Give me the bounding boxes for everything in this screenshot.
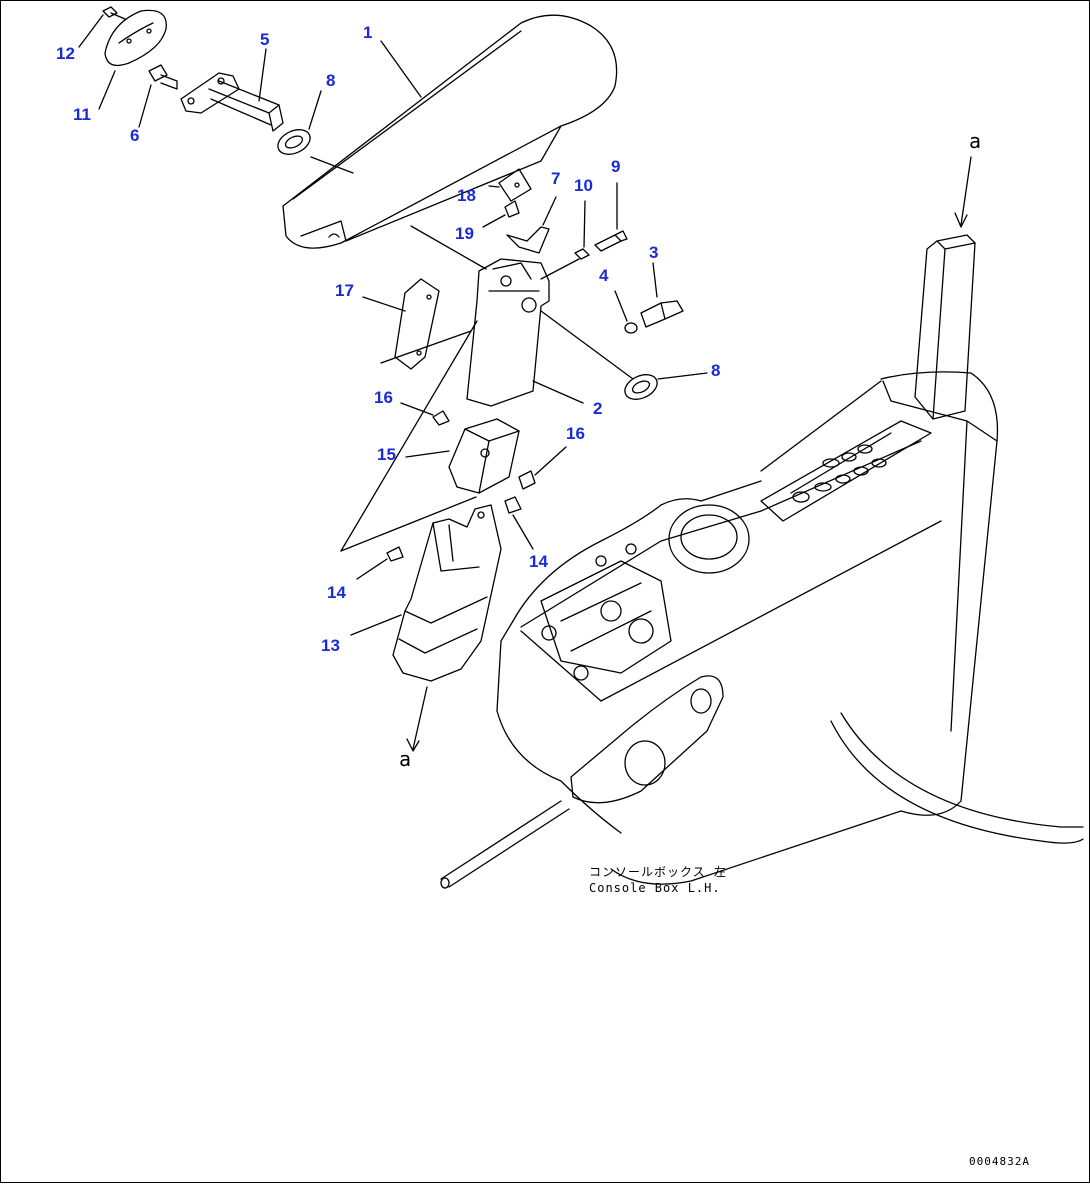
label-part-8-upper[interactable]: 8 [326,71,336,90]
label-part-7[interactable]: 7 [551,169,561,188]
label-part-5[interactable]: 5 [260,30,270,49]
washer-part-4 [615,291,637,333]
fitting-part-19 [483,201,519,227]
label-part-12[interactable]: 12 [56,44,75,63]
label-part-16-lower[interactable]: 16 [566,424,585,443]
label-part-8-lower[interactable]: 8 [711,361,721,380]
label-part-2[interactable]: 2 [593,399,603,418]
drawing-code: 0004832A [969,1155,1030,1168]
label-part-18[interactable]: 18 [457,186,476,205]
label-part-9[interactable]: 9 [611,157,621,176]
view-arrow-upper [955,157,971,227]
label-part-16-upper[interactable]: 16 [374,388,393,407]
label-part-6[interactable]: 6 [130,126,140,145]
label-part-17[interactable]: 17 [335,281,354,300]
bolt-part-6 [149,65,177,89]
shaft-part-5 [181,73,283,131]
console-box [441,235,1083,888]
console-box-caption: コンソールボックス 左 Console Box L.H. [589,864,727,896]
label-part-13[interactable]: 13 [321,636,340,655]
label-part-11[interactable]: 11 [73,105,91,124]
label-part-3[interactable]: 3 [649,243,659,262]
leader-lines [79,15,421,129]
plate-part-18 [489,169,531,201]
label-part-14-left[interactable]: 14 [327,583,346,602]
label-part-15[interactable]: 15 [377,445,396,464]
bolt-part-14-left [357,547,403,579]
caption-japanese: コンソールボックス 左 [589,865,727,879]
label-part-4[interactable]: 4 [599,266,609,285]
bolt-part-3 [641,263,683,327]
bolt-part-9 [595,183,627,251]
bolt-part-16-upper [401,403,449,425]
cap-part-15 [406,419,519,493]
washer-part-8-lower [541,311,707,404]
clip-part-7 [507,197,556,253]
assembly-guide-lines [341,321,477,551]
bolt-part-14-right [505,497,533,549]
caption-english: Console Box L.H. [589,881,721,895]
arm-bracket-part-2 [467,259,583,406]
nut-part-10 [541,201,589,279]
washer-part-8-upper [274,125,353,173]
view-marker-upper: a [969,129,982,153]
label-part-1[interactable]: 1 [363,23,373,42]
view-arrow-lower [407,687,427,751]
label-part-10[interactable]: 10 [574,176,593,195]
cover-cap-part-11 [105,10,166,65]
bolt-part-12 [103,7,125,19]
bolt-part-16-lower [519,447,566,489]
lower-cover-part-13 [351,505,501,681]
label-part-14-right[interactable]: 14 [529,552,548,571]
cover-plate-part-17 [363,279,439,369]
label-part-19[interactable]: 19 [455,224,474,243]
view-marker-lower: a [399,747,412,771]
armrest-pad-part-1 [283,15,617,269]
